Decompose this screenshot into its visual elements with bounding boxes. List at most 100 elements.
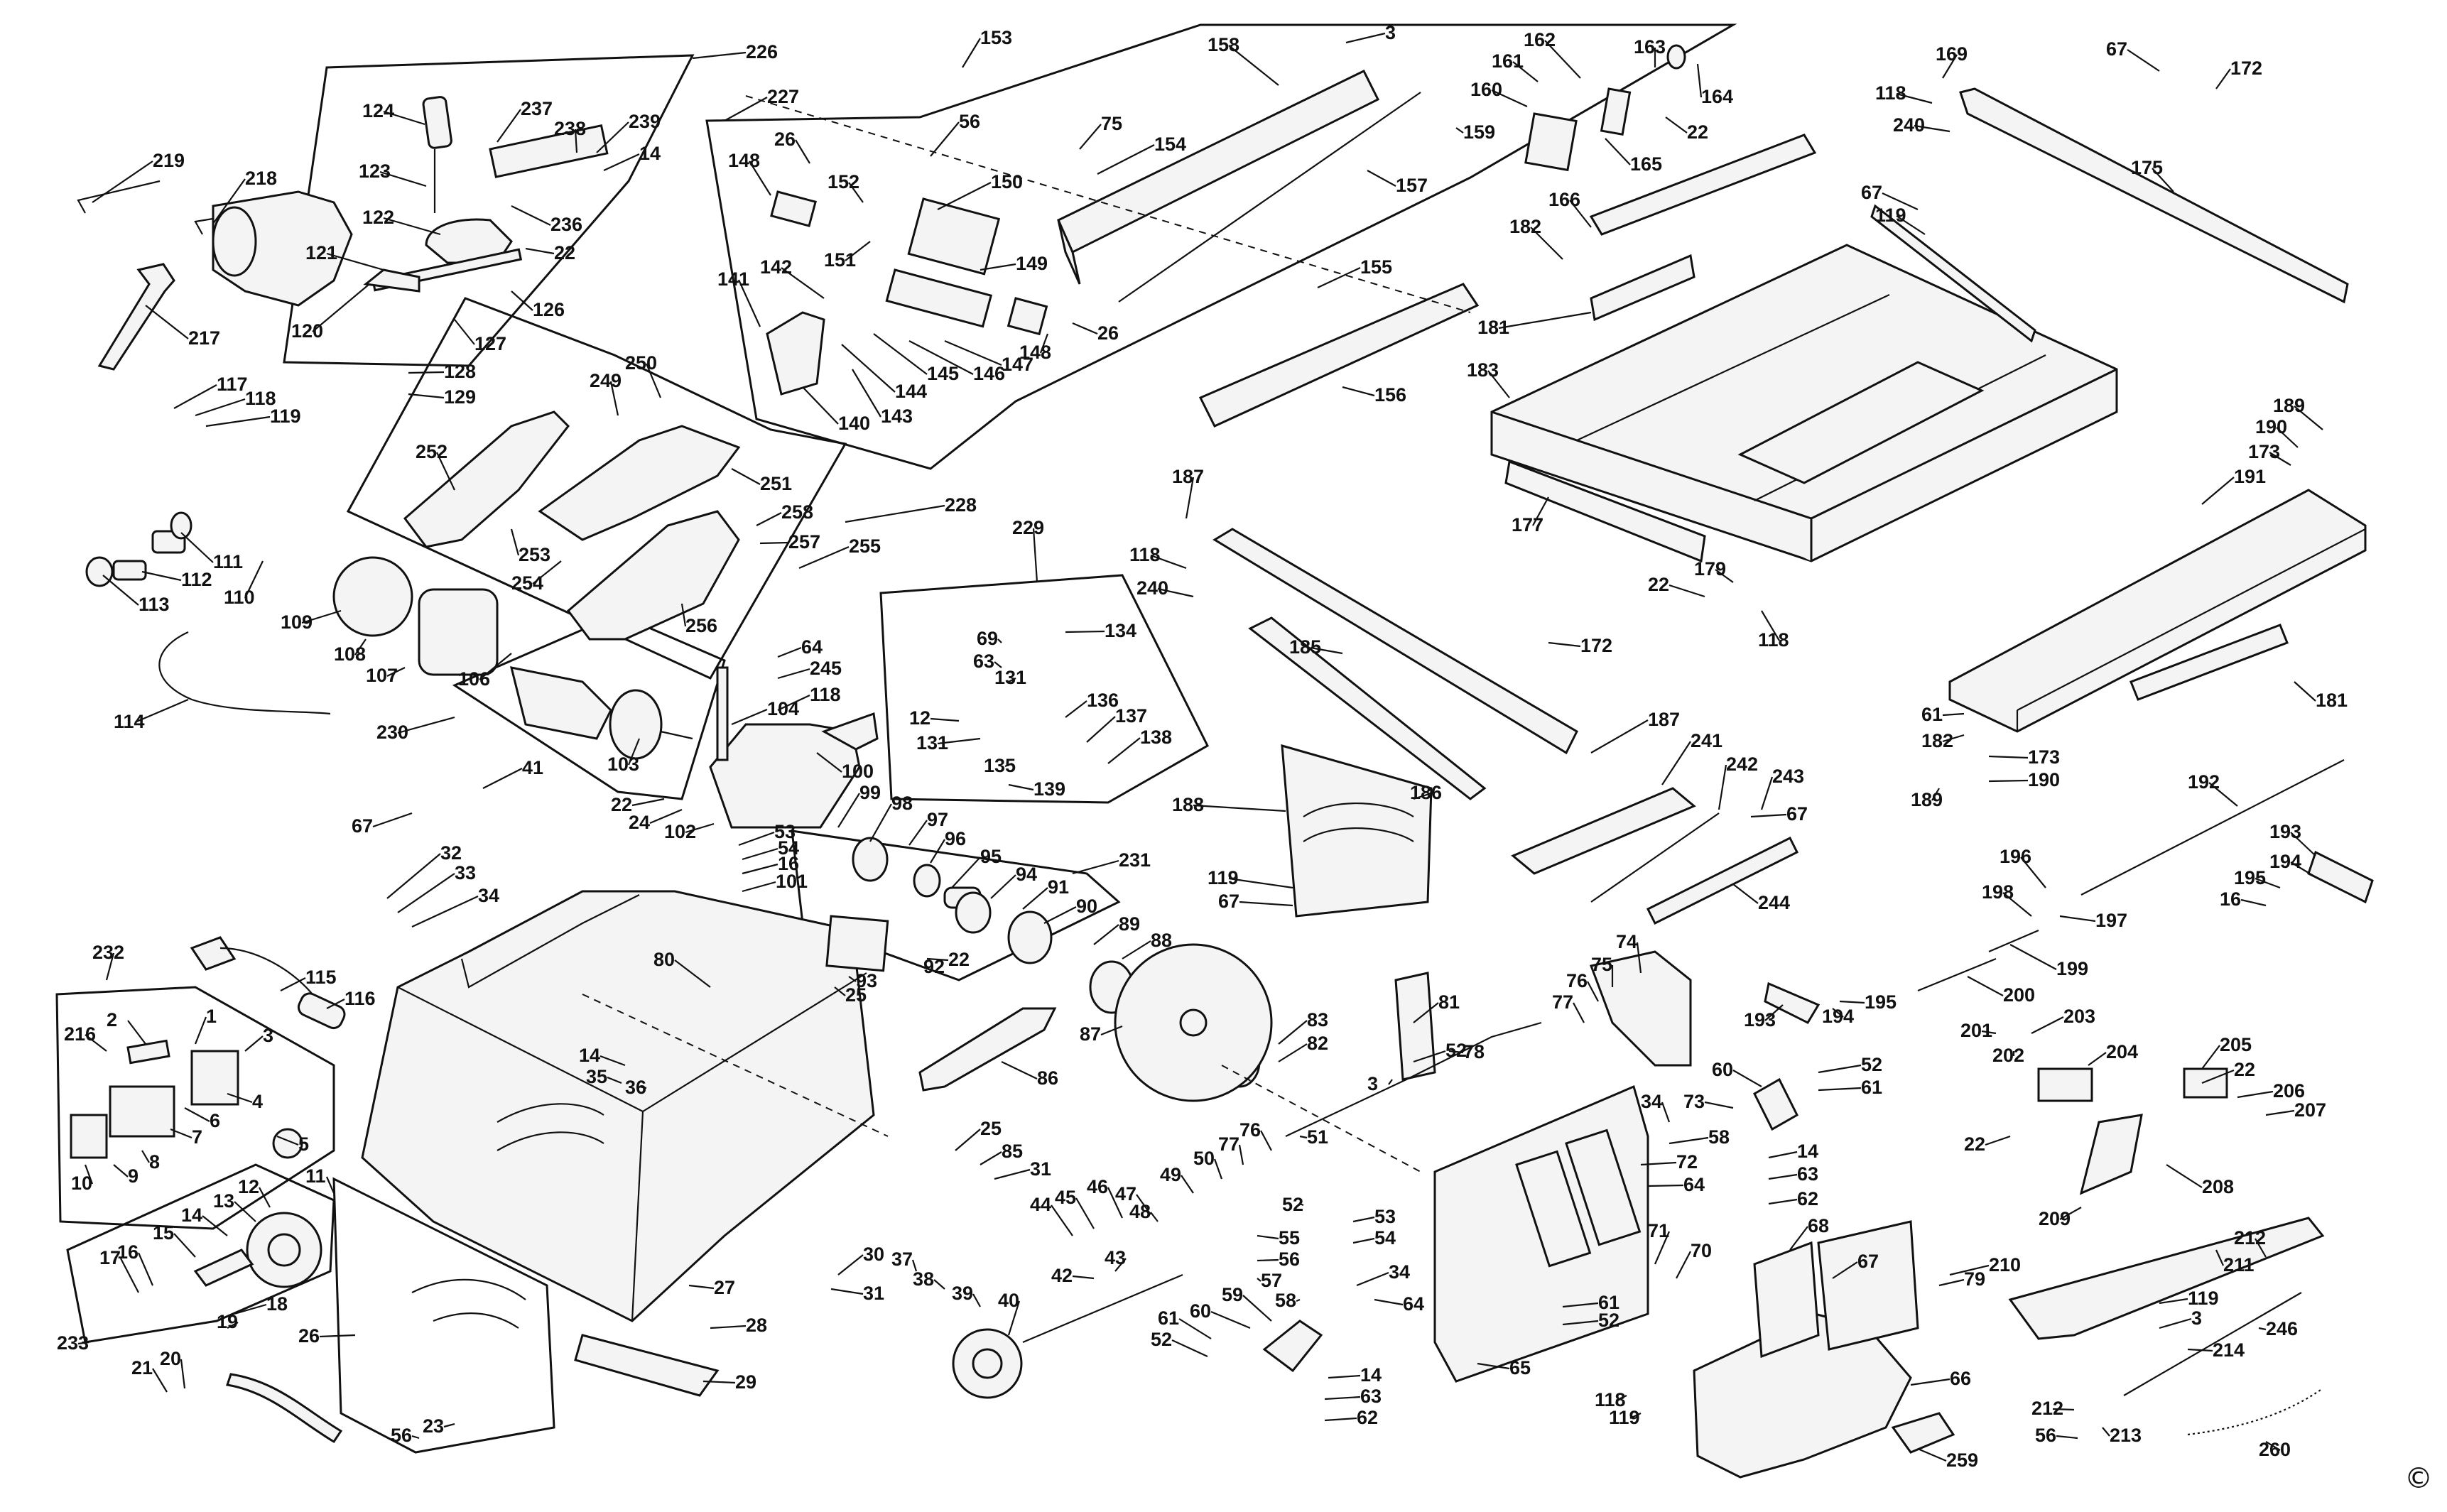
part-label-76b: 76 xyxy=(1566,970,1588,991)
leader-line-58b xyxy=(1296,1298,1301,1302)
part-label-62b: 62 xyxy=(1797,1188,1818,1209)
leader-line-14c xyxy=(202,1215,228,1236)
leader-line-63 xyxy=(994,661,1002,668)
leader-line-37 xyxy=(911,1259,918,1272)
part-label-3d: 3 xyxy=(2191,1307,2202,1329)
leader-line-131 xyxy=(1008,678,1016,682)
guard-arm-74 xyxy=(1589,950,1692,1067)
part-label-60: 60 xyxy=(1190,1300,1211,1322)
leader-line-164 xyxy=(1696,63,1703,98)
part-label-100: 100 xyxy=(842,761,874,782)
part-label-67c: 67 xyxy=(1786,803,1808,825)
part-label-166: 166 xyxy=(1548,189,1580,210)
part-label-11: 11 xyxy=(305,1165,326,1187)
scale-181-side xyxy=(2129,624,2289,701)
lead-screw-42 xyxy=(1022,1273,1183,1344)
part-label-87: 87 xyxy=(1080,1023,1101,1045)
leader-line-76b xyxy=(1587,981,1599,1002)
part-label-31: 31 xyxy=(1030,1158,1051,1180)
part-label-185: 185 xyxy=(1289,636,1321,658)
part-label-140: 140 xyxy=(838,413,870,434)
leader-line-3d xyxy=(2159,1317,2192,1329)
leader-line-196 xyxy=(2020,856,2046,888)
leader-line-74 xyxy=(1636,942,1642,974)
part-label-95: 95 xyxy=(980,846,1002,867)
part-label-236: 236 xyxy=(550,214,582,235)
leader-line-218 xyxy=(212,178,246,224)
leader-line-73 xyxy=(1704,1101,1734,1109)
leader-line-27 xyxy=(688,1284,715,1290)
leader-line-16 xyxy=(742,863,778,875)
part-label-67: 67 xyxy=(2106,38,2127,60)
part-label-187: 187 xyxy=(1172,466,1204,487)
leader-line-160 xyxy=(1491,89,1528,107)
leader-line-143 xyxy=(852,369,881,418)
part-label-3: 3 xyxy=(1385,22,1396,43)
leader-line-226 xyxy=(692,51,747,60)
part-label-83: 83 xyxy=(1307,1009,1328,1030)
part-label-78: 78 xyxy=(1463,1041,1485,1062)
part-label-22b: 22 xyxy=(1687,121,1708,143)
leader-line-182b xyxy=(1942,734,1965,743)
part-label-16c: 16 xyxy=(2220,888,2241,910)
part-label-27: 27 xyxy=(714,1277,735,1298)
leader-line-189b xyxy=(1931,788,1940,801)
leader-line-194 xyxy=(2290,861,2316,878)
leader-line-85 xyxy=(980,1151,1002,1165)
part-label-187b: 187 xyxy=(1648,709,1680,730)
part-label-24: 24 xyxy=(629,812,650,833)
leader-line-62b xyxy=(1768,1198,1798,1205)
part-label-76: 76 xyxy=(1239,1119,1261,1141)
leader-line-155 xyxy=(1317,267,1361,288)
part-label-12b: 12 xyxy=(238,1176,259,1197)
part-label-246: 246 xyxy=(2266,1318,2298,1339)
part-label-60b: 60 xyxy=(1712,1059,1733,1080)
part-label-62: 62 xyxy=(1357,1407,1378,1428)
part-label-44: 44 xyxy=(1030,1194,1051,1215)
leader-line-72 xyxy=(1640,1161,1677,1166)
leader-line-154 xyxy=(1097,144,1155,175)
leader-line-13 xyxy=(234,1201,256,1222)
leader-line-79 xyxy=(1938,1278,1965,1287)
leader-line-32 xyxy=(386,853,441,899)
leader-line-173 xyxy=(2269,452,2291,466)
leader-line-166 xyxy=(1569,200,1592,228)
part-label-47: 47 xyxy=(1115,1183,1136,1204)
leader-line-219 xyxy=(92,161,153,203)
leader-line-41 xyxy=(482,768,523,789)
leader-line-144 xyxy=(841,344,896,393)
part-label-48: 48 xyxy=(1129,1201,1151,1222)
leader-line-18 xyxy=(234,1303,267,1315)
part-label-213: 213 xyxy=(2110,1425,2142,1446)
part-label-155: 155 xyxy=(1360,256,1392,278)
leader-line-195 xyxy=(2255,877,2281,889)
part-label-30: 30 xyxy=(863,1244,884,1265)
riving-knife-assembly xyxy=(363,96,609,293)
leader-line-139 xyxy=(1008,783,1034,791)
part-label-153: 153 xyxy=(980,27,1012,48)
leader-line-22e xyxy=(926,957,949,962)
leader-line-19 xyxy=(227,1322,239,1329)
part-label-51: 51 xyxy=(1307,1126,1328,1148)
leader-line-107 xyxy=(386,667,406,677)
part-label-164: 164 xyxy=(1701,86,1733,107)
leader-line-60b xyxy=(1732,1070,1762,1087)
panel-67-right xyxy=(1817,1220,1919,1351)
part-label-131b: 131 xyxy=(916,732,948,754)
leader-line-156 xyxy=(1342,386,1375,397)
leader-line-190 xyxy=(2276,427,2299,448)
part-label-202: 202 xyxy=(1992,1045,2024,1066)
part-label-92: 92 xyxy=(923,956,945,977)
leader-line-109 xyxy=(301,609,342,624)
leader-line-42 xyxy=(1072,1275,1095,1280)
part-label-14d: 14 xyxy=(1360,1364,1382,1386)
part-label-131: 131 xyxy=(994,667,1026,688)
part-label-148: 148 xyxy=(728,150,760,171)
part-label-127: 127 xyxy=(474,333,506,354)
part-label-161: 161 xyxy=(1492,50,1524,72)
part-label-119c: 119 xyxy=(1208,867,1239,888)
part-label-104: 104 xyxy=(767,698,799,719)
part-label-32: 32 xyxy=(440,842,462,864)
motor-field-108 xyxy=(332,556,499,676)
leader-line-204 xyxy=(2088,1052,2107,1066)
